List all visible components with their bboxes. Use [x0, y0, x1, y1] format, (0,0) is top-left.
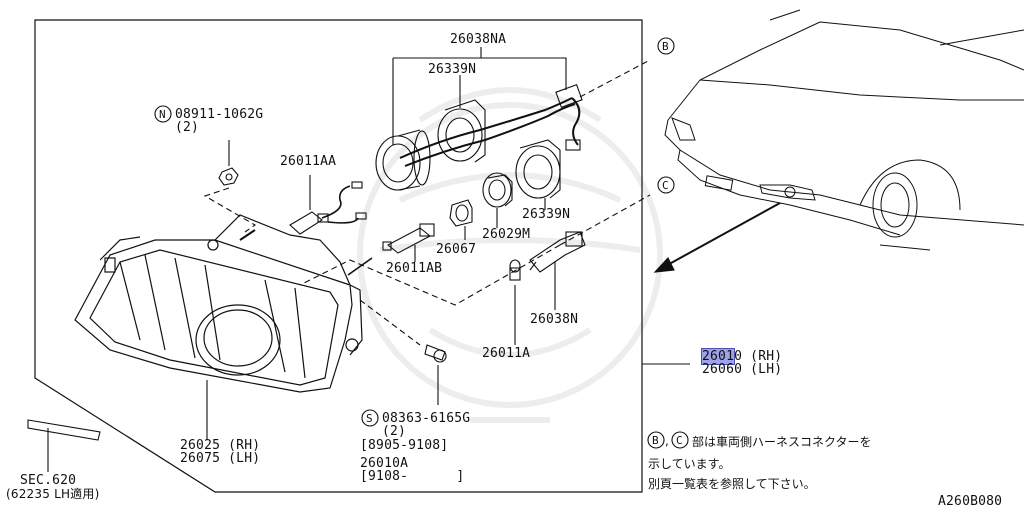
screw-s	[424, 344, 447, 363]
note-sep: ,	[665, 434, 669, 448]
label-bolt-n-qty: (2)	[175, 120, 200, 135]
label-screw-s-part: 08363-6165G	[382, 411, 471, 426]
label-screw-s-qty: (2)	[382, 424, 407, 439]
circle-b-letter: B	[662, 40, 669, 53]
circle-s-icon	[361, 409, 379, 427]
label-socket-upper: 26339N	[428, 62, 477, 77]
label-assy-rh: 26010 (RH)	[700, 348, 783, 365]
direction-arrow	[653, 202, 781, 273]
circle-n-letter: N	[159, 108, 166, 121]
label-harness-n: 26038N	[530, 312, 579, 327]
ring-large	[375, 129, 431, 191]
socket-upper	[437, 99, 486, 163]
label-cap-029m: 26029M	[482, 227, 531, 242]
label-bolt-n-part: 08911-1062G	[175, 107, 264, 122]
frame-outline	[34, 19, 643, 493]
note-circle-b-icon	[647, 431, 665, 449]
label-harness-main: 26038NA	[450, 32, 507, 47]
circle-s-letter: S	[366, 412, 373, 425]
note-circle-b-letter: B	[652, 434, 659, 447]
cap-067	[449, 199, 473, 227]
assy-rh-suffix: 0 (RH)	[734, 349, 783, 364]
label-lamp-rh: 26025 (RH)	[180, 438, 261, 453]
circle-n-icon	[154, 105, 172, 123]
label-date-range-1: [8905-9108]	[360, 438, 449, 453]
label-part-010a: 26010A	[360, 456, 409, 471]
watermark-emblem	[357, 87, 663, 423]
bulb-a	[509, 259, 521, 281]
label-lamp-lh: 26075 (LH)	[180, 451, 261, 466]
note-line-3: 別頁一覧表を参照して下さい。	[648, 477, 816, 491]
doc-code: A260B080	[938, 494, 1003, 509]
note-line-2: 示しています。	[648, 457, 731, 471]
bulb-aa	[289, 181, 367, 235]
note-line-1: 部は車両側ハーネスコネクターを	[692, 435, 872, 449]
note-circle-c-icon	[671, 431, 689, 449]
label-sec-ref: SEC.620	[20, 473, 77, 488]
circle-c-letter: C	[662, 179, 669, 192]
bulb-ab	[382, 223, 435, 254]
harness-n	[529, 231, 586, 273]
label-date-range-2: [9108- ]	[360, 469, 465, 484]
label-bulb-a: 26011A	[482, 346, 531, 361]
circle-b-icon	[657, 37, 675, 55]
label-bulb-aa: 26011AA	[280, 154, 337, 169]
label-sec-sub: (62235 LH適用)	[6, 487, 100, 501]
cap-029m	[482, 172, 513, 208]
label-bulb-ab: 26011AB	[386, 261, 443, 276]
label-socket-right: 26339N	[522, 207, 571, 222]
assy-rh-highlight[interactable]: 2601	[700, 348, 736, 365]
car-sketch	[664, 9, 1024, 251]
label-assy-lh: 26060 (LH)	[702, 362, 783, 377]
circle-c-icon	[657, 176, 675, 194]
trim-strip	[27, 419, 101, 441]
socket-right	[515, 139, 561, 199]
bolt-n	[218, 167, 239, 186]
note-circle-c-letter: C	[676, 434, 683, 447]
label-cap-067: 26067	[436, 242, 477, 257]
headlamp-unit	[74, 214, 373, 393]
